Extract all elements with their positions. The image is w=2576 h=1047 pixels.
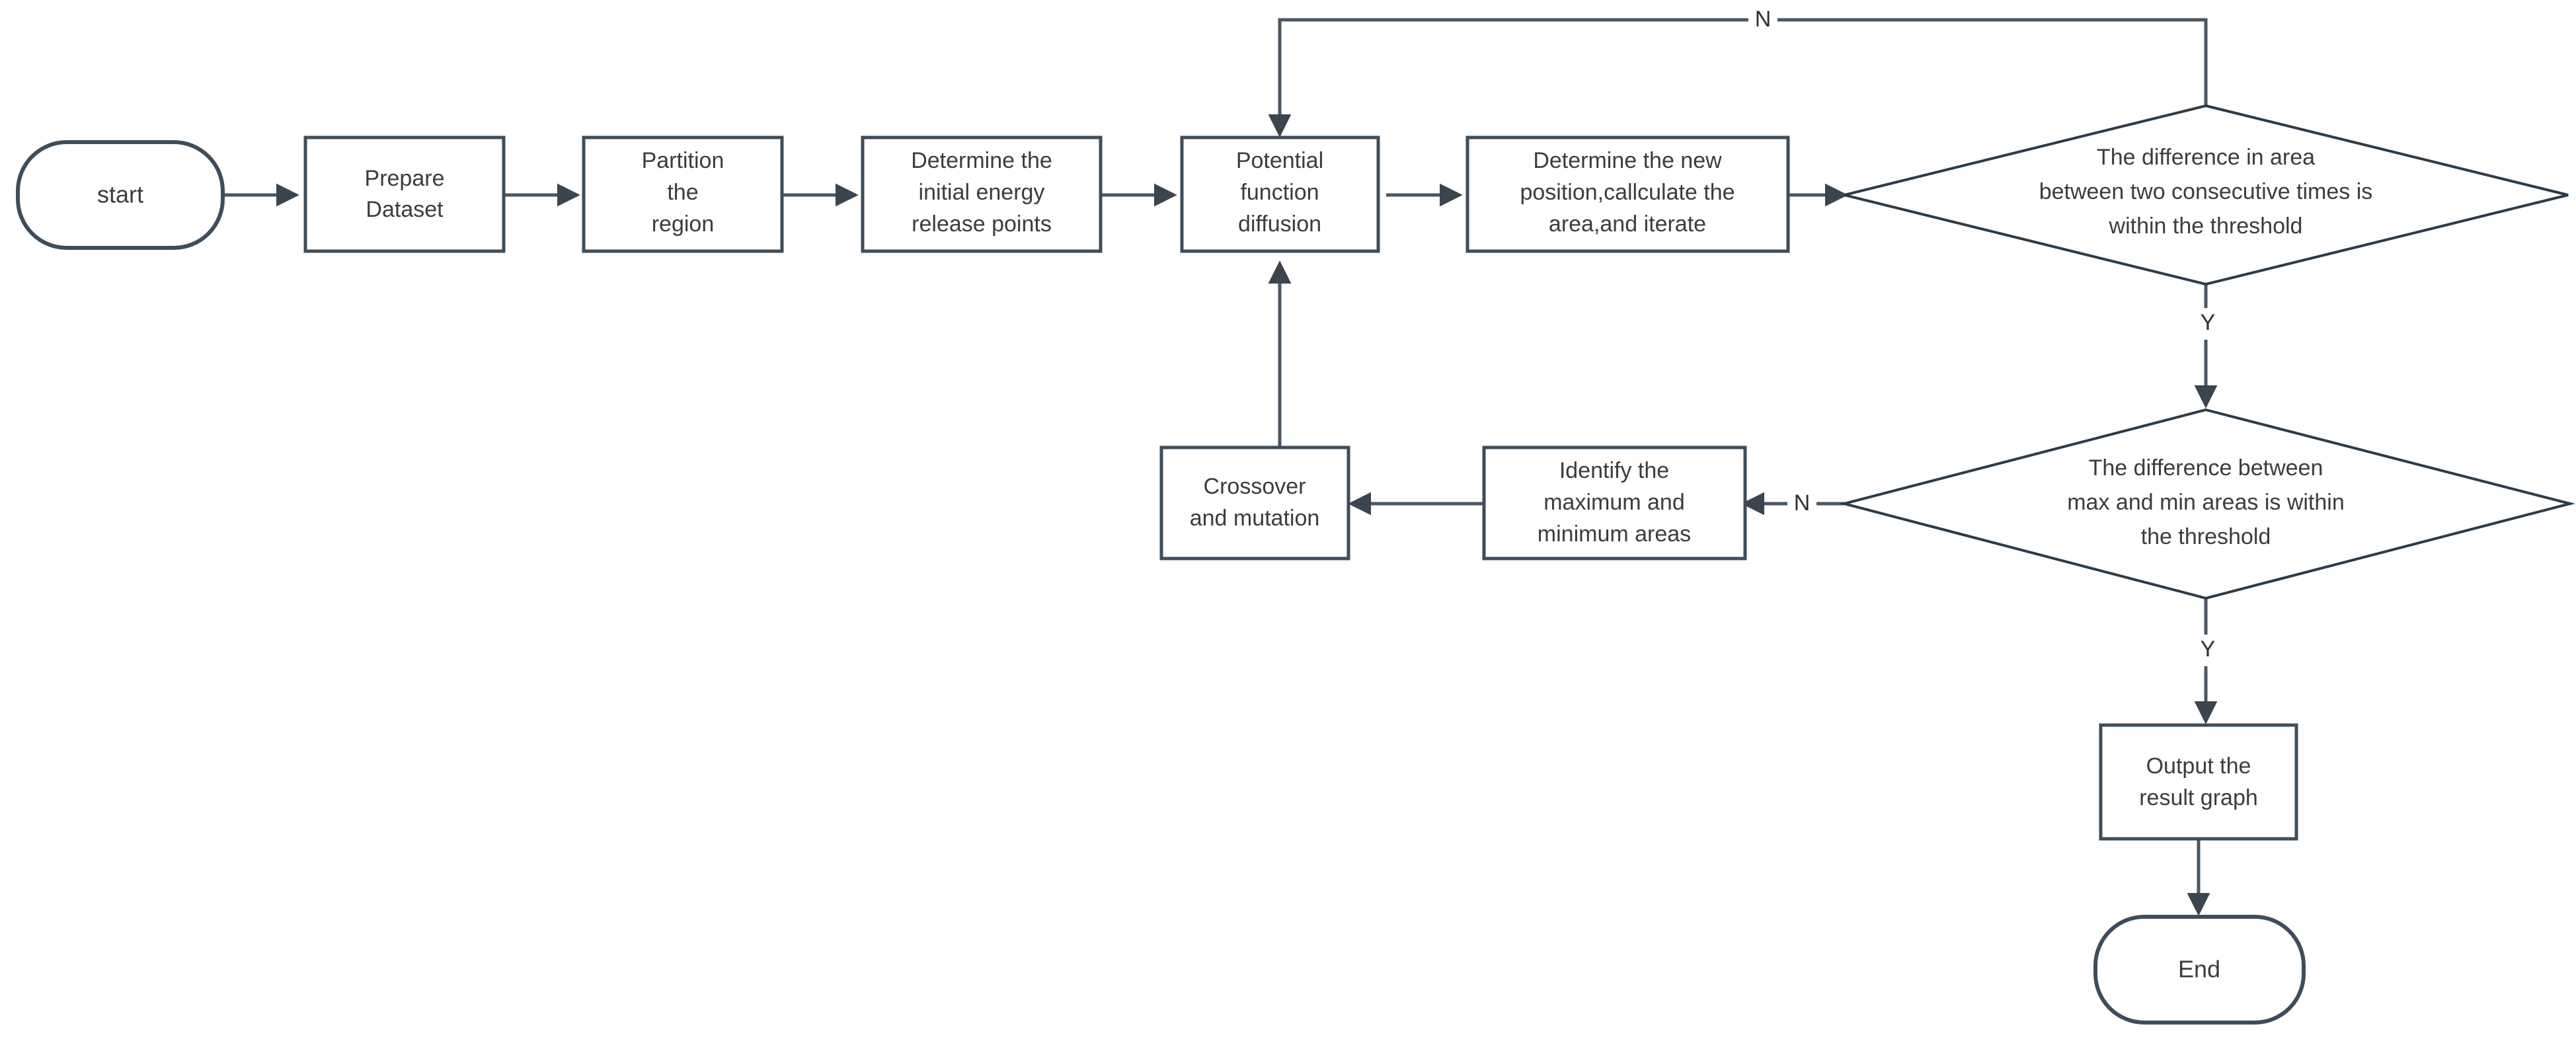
node-partition-region-line-3: region <box>652 212 715 237</box>
node-crossover-and-mutation[interactable]: Crossover and mutation <box>1159 446 1350 561</box>
node-end[interactable]: End <box>2093 915 2306 1025</box>
node-identify-max-min-areas[interactable]: Identify the maximum and minimum areas <box>1482 446 1747 561</box>
node-decision-area-difference-line-1: The difference in area <box>2097 145 2315 170</box>
edge-label-decision2-yes: Y <box>2193 635 2222 666</box>
node-decision-max-min-difference-line-2: max and min areas is within <box>2067 490 2345 515</box>
node-decision-max-min-difference-line-1: The difference between <box>2089 455 2323 481</box>
node-output-result-graph-line-2: result graph <box>2139 785 2258 810</box>
node-prepare-dataset[interactable]: Prepare Dataset <box>303 136 506 253</box>
node-prepare-dataset-line-2: Dataset <box>366 197 444 222</box>
node-determine-new-position-line-1: Determine the new <box>1533 148 1722 173</box>
node-initial-energy-release-points-line-2: initial energy <box>919 180 1045 205</box>
node-crossover-and-mutation-line-1: Crossover <box>1204 474 1306 499</box>
node-decision-area-difference-line-3: within the threshold <box>2109 213 2303 239</box>
node-potential-function-diffusion-line-3: diffusion <box>1238 212 1321 237</box>
node-partition-region[interactable]: Partition the region <box>582 136 784 253</box>
edge-decision1-no-loop-to-potential <box>1268 18 2208 137</box>
node-determine-new-position-line-2: position,callculate the <box>1520 180 1735 205</box>
node-partition-region-line-2: the <box>667 180 698 205</box>
node-prepare-dataset-line-1: Prepare <box>365 166 445 191</box>
node-initial-energy-release-points-line-3: release points <box>912 212 1052 237</box>
node-start[interactable]: start <box>16 140 225 250</box>
node-partition-region-line-1: Partition <box>642 148 724 173</box>
node-identify-max-min-areas-line-1: Identify the <box>1559 458 1669 483</box>
edge-label-decision2-no-text: N <box>1794 490 1811 516</box>
edge-label-decision2-yes-text: Y <box>2201 637 2216 662</box>
edge-label-loop-no: N <box>1748 5 1777 34</box>
edge-label-decision1-yes-text: Y <box>2201 310 2216 335</box>
edge-label-loop-no-text: N <box>1755 7 1772 32</box>
node-determine-new-position-line-3: area,and iterate <box>1549 212 1706 237</box>
node-decision-area-difference[interactable]: The difference in area between two conse… <box>1844 104 2569 286</box>
node-potential-function-diffusion-line-1: Potential <box>1236 148 1323 173</box>
node-potential-function-diffusion[interactable]: Potential function diffusion <box>1180 136 1380 253</box>
edge-label-decision2-no: N <box>1787 489 1816 520</box>
node-end-label: End <box>2178 956 2220 983</box>
node-identify-max-min-areas-line-2: maximum and <box>1543 490 1685 515</box>
node-output-result-graph-line-1: Output the <box>2146 754 2251 779</box>
node-determine-new-position[interactable]: Determine the new position,callculate th… <box>1465 136 1790 253</box>
node-output-result-graph[interactable]: Output the result graph <box>2099 723 2298 841</box>
node-start-label: start <box>97 181 143 208</box>
node-decision-max-min-difference[interactable]: The difference between max and min areas… <box>1839 408 2575 600</box>
node-initial-energy-release-points[interactable]: Determine the initial energy release poi… <box>861 136 1103 253</box>
node-crossover-and-mutation-line-2: and mutation <box>1190 506 1320 531</box>
node-identify-max-min-areas-line-3: minimum areas <box>1538 522 1691 547</box>
node-initial-energy-release-points-line-1: Determine the <box>911 148 1052 173</box>
node-potential-function-diffusion-line-2: function <box>1240 180 1319 205</box>
edge-label-decision1-yes: Y <box>2193 308 2222 340</box>
node-decision-area-difference-line-2: between two consecutive times is <box>2039 179 2373 204</box>
node-decision-max-min-difference-line-3: the threshold <box>2141 524 2271 549</box>
